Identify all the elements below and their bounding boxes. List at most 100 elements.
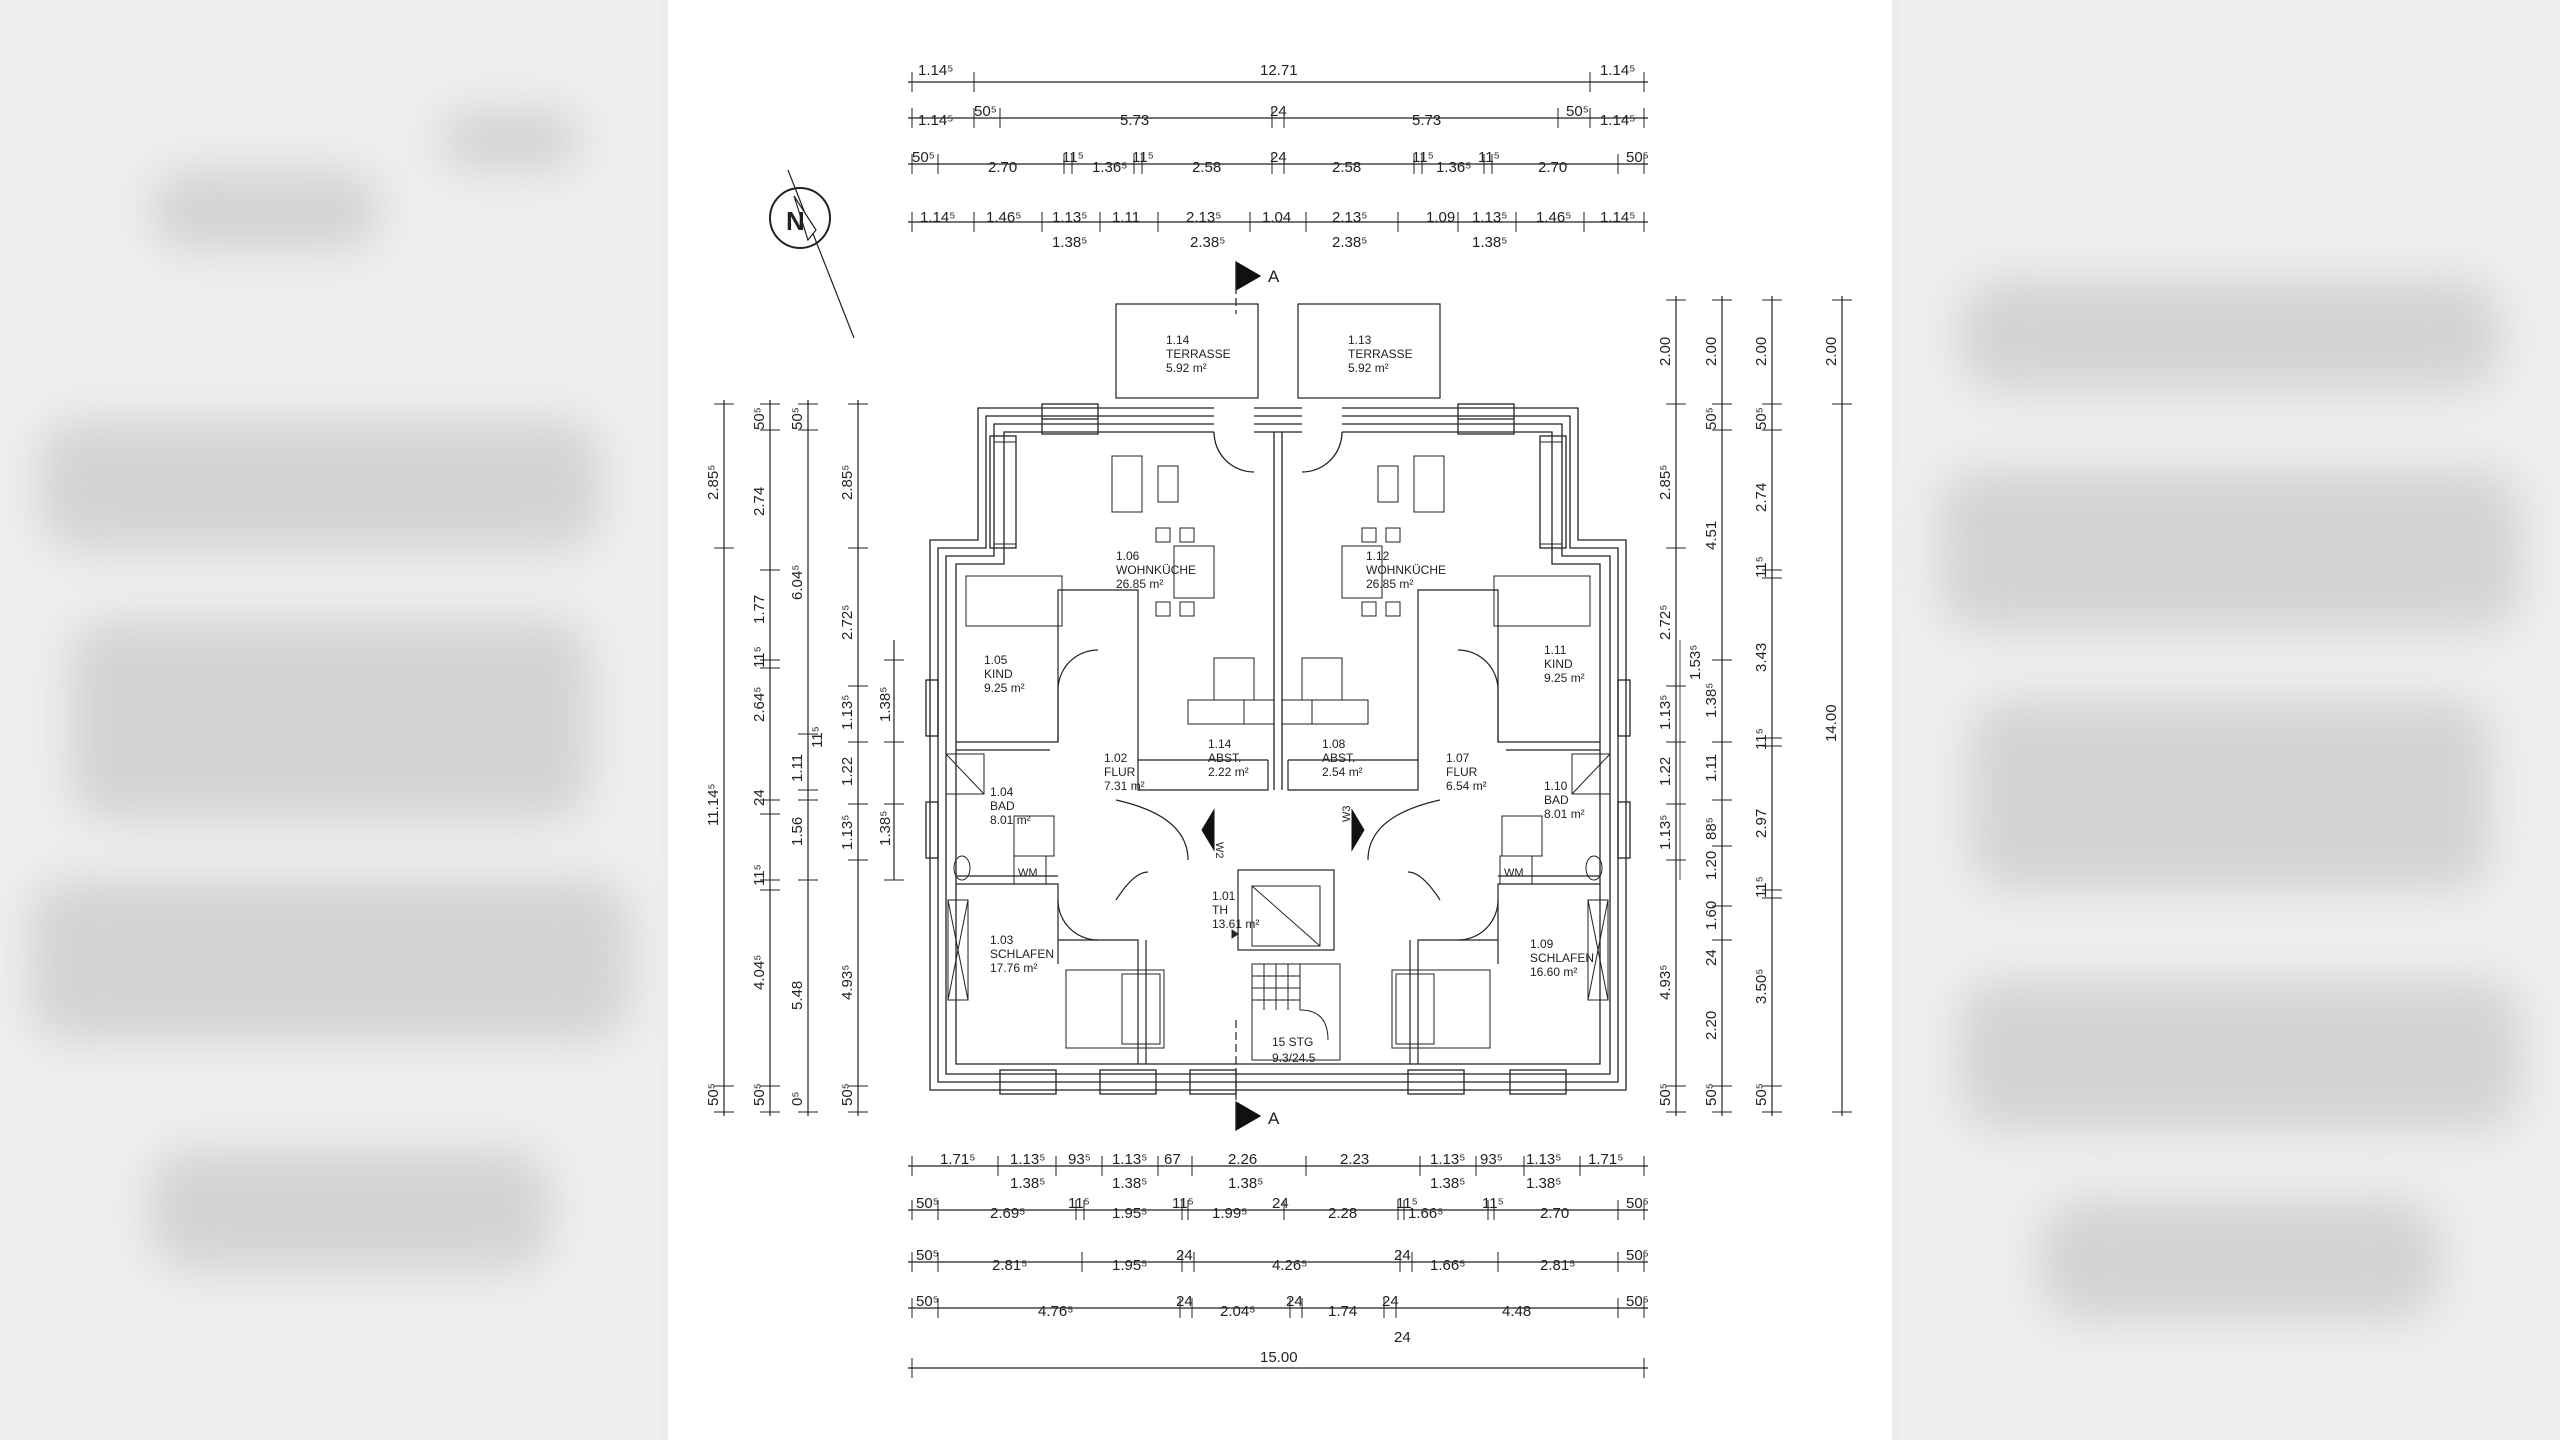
dim-top-3-a: 50⁵ [912, 149, 935, 166]
dim-top-3-f: 2.58 [1192, 159, 1221, 176]
dim-top-4-d: 1.11 [1112, 209, 1140, 226]
dim-bot-4-f: 1.74 [1328, 1303, 1357, 1320]
dim-bot-1b-e: 1.38⁵ [1526, 1175, 1561, 1192]
dim-right-2-l: 50⁵ [1703, 1083, 1720, 1106]
dim-top-2-a: 1.14⁵ [918, 112, 953, 129]
dim-bot-3-f: 24 [1394, 1247, 1411, 1264]
dim-top-4-c: 1.13⁵ [1052, 209, 1087, 226]
top-dimensions: 1.14⁵ 12.71 1.14⁵ 1.14⁵ 50⁵ 5.73 24 5.73… [908, 62, 1649, 251]
dim-top-3-m: 50⁵ [1626, 149, 1649, 166]
dim-left-4-f: 4.93⁵ [839, 965, 856, 1000]
dim-left-3-c: 1.11 [789, 754, 806, 782]
svg-text:5.92 m²: 5.92 m² [1166, 361, 1207, 375]
dim-right-2-d: 1.53⁵ [1687, 645, 1704, 680]
dim-bot-2-j: 1.66⁵ [1408, 1205, 1443, 1222]
dim-right-3-h: 11⁵ [1753, 876, 1770, 898]
dim-bot-1-b: 1.13⁵ [1010, 1151, 1045, 1168]
svg-text:BAD: BAD [990, 799, 1015, 813]
dim-bot-2-e: 11⁵ [1172, 1195, 1194, 1212]
dim-bot-4-e: 24 [1286, 1293, 1303, 1310]
dim-top-2-e: 5.73 [1412, 112, 1441, 129]
dim-right-3-g: 2.97 [1753, 809, 1770, 838]
dim-bot-3-a: 50⁵ [916, 1247, 939, 1264]
dim-right-3-a: 2.00 [1753, 337, 1770, 366]
svg-text:16.60 m²: 16.60 m² [1530, 965, 1577, 979]
svg-text:2.22 m²: 2.22 m² [1208, 765, 1249, 779]
dim-left-4-b: 2.72⁵ [839, 605, 856, 640]
dim-left-2-f: 24 [751, 789, 768, 806]
wm-label-left: WM [1018, 867, 1038, 879]
room-1-13-terrasse: 1.13 TERRASSE 5.92 m² [1348, 333, 1413, 375]
dim-left-3-a: 50⁵ [789, 407, 806, 430]
svg-text:2.54 m²: 2.54 m² [1322, 765, 1363, 779]
dim-bot-1-a: 1.71⁵ [940, 1151, 975, 1168]
svg-text:1.02: 1.02 [1104, 751, 1128, 765]
dim-top-3-k: 11⁵ [1478, 149, 1500, 166]
dim-bot-4-b: 4.76⁵ [1038, 1303, 1073, 1320]
dim-top-3-i: 11⁵ [1412, 149, 1434, 166]
dim-left-2-h: 4.04⁵ [751, 955, 768, 990]
dim-bot-3-d: 24 [1176, 1247, 1193, 1264]
dim-bot-total: 15.00 [1260, 1349, 1298, 1366]
dim-right-1-b: 2.85⁵ [1657, 465, 1674, 500]
dim-bot-1-e: 67 [1164, 1151, 1181, 1168]
svg-text:1.14: 1.14 [1208, 737, 1232, 751]
room-1-03-schlafen: 1.03 SCHLAFEN 17.76 m² [990, 933, 1054, 975]
svg-text:WOHNKÜCHE: WOHNKÜCHE [1366, 563, 1446, 577]
stairs-size-label: 9.3/24.5 [1272, 1051, 1316, 1065]
building-walls [925, 402, 1631, 1095]
dim-bot-1-d: 1.13⁵ [1112, 1151, 1147, 1168]
dim-right-2-c: 4.51 [1703, 521, 1720, 550]
dim-top-3-e: 11⁵ [1132, 149, 1154, 166]
dim-bot-3-e: 4.26⁵ [1272, 1257, 1307, 1274]
dim-top-3-g: 24 [1270, 149, 1287, 166]
dim-right-2-h: 1.20 [1703, 851, 1720, 880]
svg-text:1.06: 1.06 [1116, 549, 1140, 563]
dim-top-4-j: 1.46⁵ [1536, 209, 1571, 226]
room-1-06-wohnkueche: 1.06 WOHNKÜCHE 26.85 m² [1116, 549, 1196, 591]
dim-top-4-i: 1.13⁵ [1472, 209, 1507, 226]
room-1-05-kind: 1.05 KIND 9.25 m² [984, 653, 1025, 695]
svg-text:TH: TH [1212, 903, 1228, 917]
dim-left-2-g: 11⁵ [751, 864, 768, 886]
svg-text:FLUR: FLUR [1446, 765, 1478, 779]
room-1-14-abst: 1.14 ABST. 2.22 m² [1208, 737, 1249, 779]
dim-bot-3-b: 2.81⁵ [992, 1257, 1027, 1274]
dim-top-4-e: 2.13⁵ [1186, 209, 1221, 226]
dim-bot-2-c: 11⁵ [1068, 1195, 1090, 1212]
right-dimensions: 2.00 2.85⁵ 2.72⁵ 1.13⁵ 1.22 1.13⁵ 4.93⁵ … [1657, 296, 1852, 1116]
dim-right-3-i: 3.50⁵ [1753, 969, 1770, 1004]
section-marker-top: A [1235, 260, 1280, 314]
dim-right-3-b: 50⁵ [1753, 407, 1770, 430]
left-dimensions: 2.85⁵ 11.14⁵ 50⁵ 50⁵ 2.74 1.77 11⁵ 2.64⁵… [705, 400, 904, 1116]
dim-top-4-f: 1.04 [1262, 209, 1291, 226]
dim-left-3-e: 1.56 [789, 817, 806, 846]
dim-bot-4-i: 50⁵ [1626, 1293, 1649, 1310]
svg-text:7.31 m²: 7.31 m² [1104, 779, 1145, 793]
dim-top-3-d: 1.36⁵ [1092, 159, 1127, 176]
dim-bot-1-i: 93⁵ [1480, 1151, 1503, 1168]
w2-label: W2 [1213, 842, 1225, 859]
dim-left-2-d: 11⁵ [751, 646, 768, 668]
dim-bot-4-h: 4.48 [1502, 1303, 1531, 1320]
dim-top-4-g: 2.13⁵ [1332, 209, 1367, 226]
svg-text:BAD: BAD [1544, 793, 1569, 807]
dim-right-3-d: 11⁵ [1753, 556, 1770, 578]
dim-top-4b-d: 1.38⁵ [1472, 234, 1507, 251]
terraces [1115, 303, 1441, 399]
dim-top-2-f: 50⁵ [1566, 103, 1589, 120]
svg-text:SCHLAFEN: SCHLAFEN [990, 947, 1054, 961]
dim-left-2-c: 1.77 [751, 595, 768, 624]
dim-left-4-e: 1.13⁵ [839, 815, 856, 850]
dim-bot-4-c: 24 [1176, 1293, 1193, 1310]
bottom-dimensions: 1.71⁵ 1.13⁵ 93⁵ 1.13⁵ 67 2.26 2.23 1.13⁵… [908, 1151, 1649, 1378]
dim-bot-2-b: 2.69⁵ [990, 1205, 1025, 1222]
dim-bot-2-k: 11⁵ [1482, 1195, 1504, 1212]
dim-right-3-j: 50⁵ [1753, 1083, 1770, 1106]
dim-bot-3-i: 50⁵ [1626, 1247, 1649, 1264]
stairs-count-label: 15 STG [1272, 1035, 1313, 1049]
svg-text:6.54 m²: 6.54 m² [1446, 779, 1487, 793]
dim-bot-2-l: 2.70 [1540, 1205, 1569, 1222]
dim-left-4-a: 2.85⁵ [839, 465, 856, 500]
dim-left-3-b: 6.04⁵ [789, 565, 806, 600]
